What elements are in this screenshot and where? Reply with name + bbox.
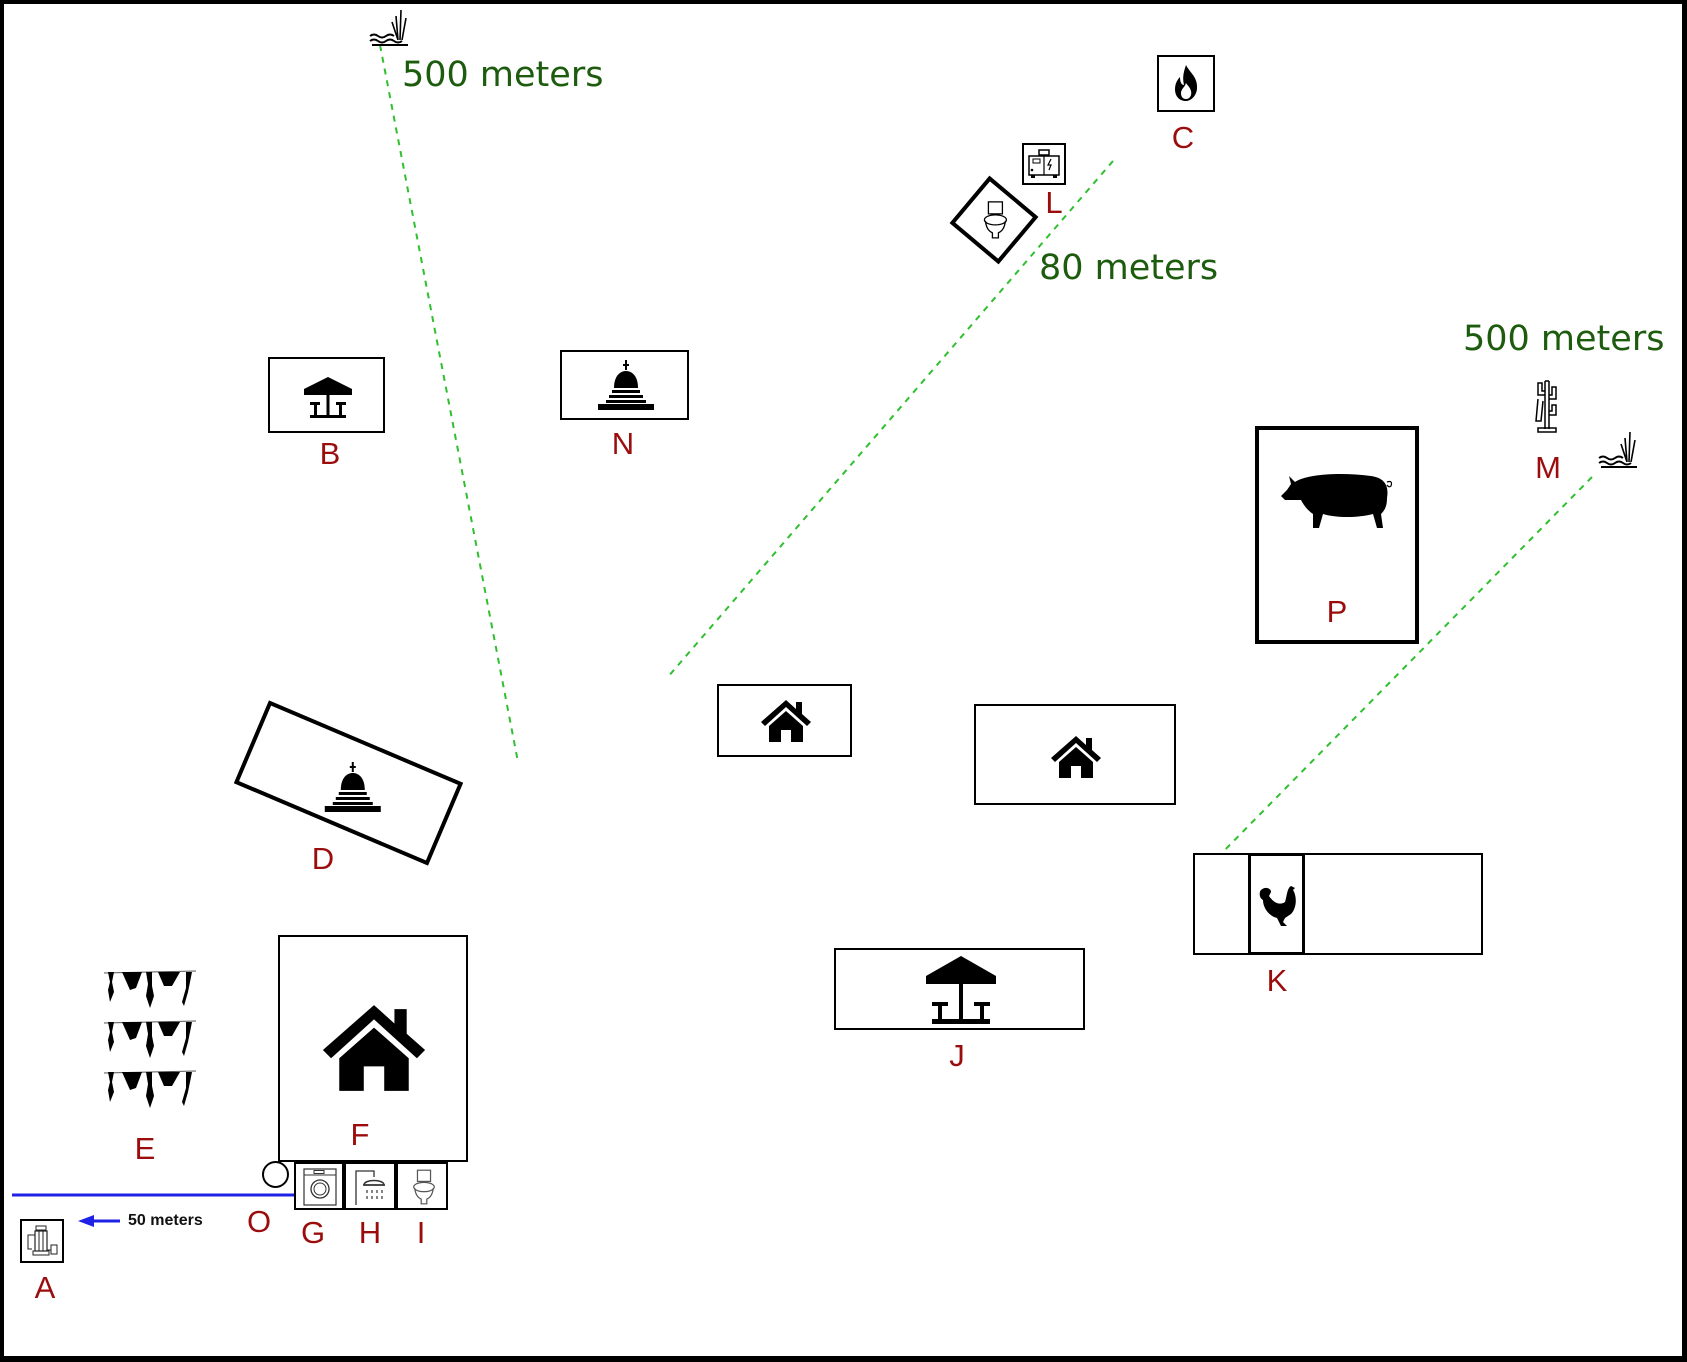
element-h-box[interactable] xyxy=(344,1162,396,1210)
toilet-icon xyxy=(413,1169,435,1205)
element-h-label: H xyxy=(358,1215,382,1250)
water-pump-icon xyxy=(27,1225,58,1256)
stupa-icon xyxy=(598,360,654,410)
house-box-2[interactable] xyxy=(974,704,1176,805)
element-j-label: J xyxy=(949,1038,965,1073)
element-c-label: C xyxy=(1171,120,1195,155)
clothesline-icon xyxy=(103,970,197,1109)
picnic-shelter-icon xyxy=(926,956,996,1024)
element-i-label: I xyxy=(416,1215,426,1250)
element-b-box[interactable] xyxy=(268,357,385,433)
element-g-label: G xyxy=(300,1215,326,1250)
element-a-label: A xyxy=(34,1270,56,1305)
element-k-run-box[interactable] xyxy=(1193,853,1483,955)
fire-icon xyxy=(1175,65,1198,101)
pig-icon xyxy=(1281,474,1393,528)
toilet-icon xyxy=(983,201,1008,239)
element-g-box[interactable] xyxy=(294,1162,344,1210)
house-icon xyxy=(1051,736,1101,778)
element-o-label: O xyxy=(246,1204,272,1239)
element-o-circle[interactable] xyxy=(262,1161,289,1188)
distance-label-water-right: 500 meters xyxy=(1463,319,1665,359)
stupa-icon xyxy=(324,761,381,812)
element-n-label: N xyxy=(611,426,635,461)
pump-arrow-head xyxy=(78,1215,94,1227)
house-box-1[interactable] xyxy=(717,684,852,757)
house-icon xyxy=(322,1005,426,1091)
water-grass-icon xyxy=(1598,431,1637,468)
element-m-label: M xyxy=(1535,450,1561,485)
element-c-box[interactable] xyxy=(1157,55,1215,112)
dashed-line-toilet xyxy=(666,160,1114,679)
element-l-label: L xyxy=(1045,185,1063,220)
element-a-box[interactable] xyxy=(20,1219,64,1263)
element-l-toilet-box[interactable] xyxy=(949,175,1039,265)
chicken-icon xyxy=(1259,886,1296,926)
element-f-label: F xyxy=(350,1117,370,1152)
house-icon xyxy=(761,700,811,742)
element-e-label: E xyxy=(134,1131,156,1166)
element-n-box[interactable] xyxy=(560,350,689,420)
distance-label-pump: 50 meters xyxy=(128,1212,203,1229)
distance-label-water-left: 500 meters xyxy=(402,55,604,95)
element-d-box[interactable] xyxy=(233,700,464,866)
washing-machine-icon xyxy=(303,1168,337,1206)
element-i-box[interactable] xyxy=(396,1162,448,1210)
element-j-box[interactable] xyxy=(834,948,1085,1030)
element-d-label: D xyxy=(311,841,335,876)
element-k-coop-box[interactable] xyxy=(1248,853,1305,955)
element-l-generator-box[interactable] xyxy=(1022,143,1066,185)
element-p-label: P xyxy=(1326,594,1348,629)
picnic-shelter-icon xyxy=(304,377,352,418)
water-grass-icon xyxy=(369,9,408,46)
coat-rack-icon xyxy=(1535,380,1557,433)
generator-icon xyxy=(1028,149,1060,178)
element-k-label: K xyxy=(1266,963,1288,998)
element-b-label: B xyxy=(319,436,341,471)
element-f-box[interactable]: F xyxy=(278,935,468,1162)
distance-label-toilet: 80 meters xyxy=(1039,248,1219,288)
dashed-line-water-left xyxy=(379,44,519,763)
element-p-box[interactable]: P xyxy=(1255,426,1419,644)
shower-icon xyxy=(355,1170,385,1205)
